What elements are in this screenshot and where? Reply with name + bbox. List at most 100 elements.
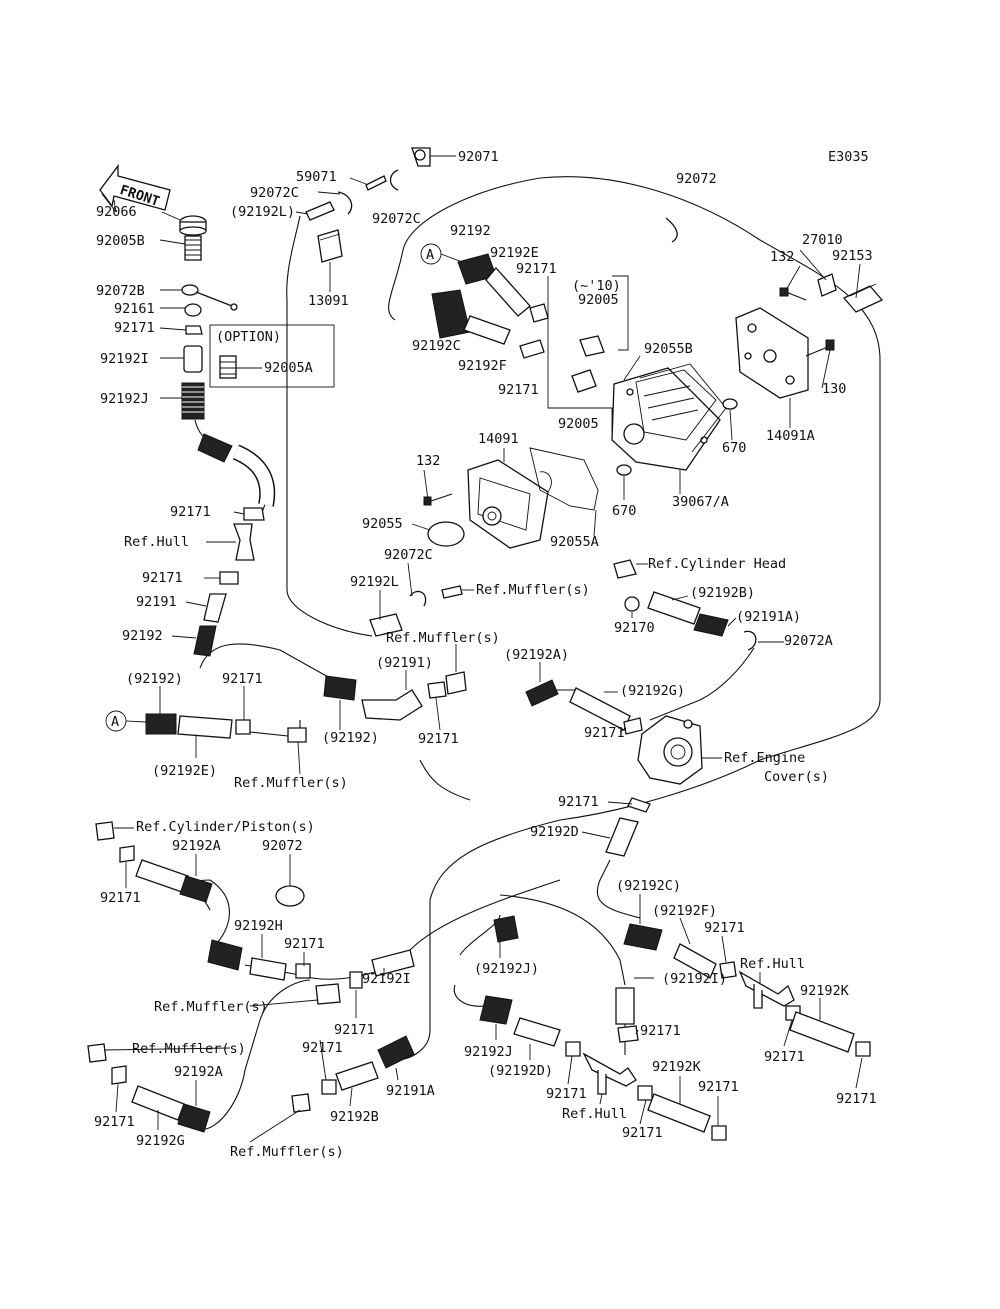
part-label-l6: 92072 xyxy=(676,171,717,187)
part-label-l53: (92192) xyxy=(126,671,183,687)
hose-bend-left xyxy=(232,444,276,507)
clip-92072-bl xyxy=(275,885,305,907)
clamp-92171-bc3 xyxy=(711,1125,727,1141)
part-label-l22: 92171 xyxy=(498,382,539,398)
clamp-92171-center xyxy=(627,797,651,813)
part-label-l12: 92192I xyxy=(100,351,149,367)
clamp-92171-mid xyxy=(519,339,545,359)
part-label-l36: 92055 xyxy=(362,516,403,532)
corrugated-92192a-bl xyxy=(179,875,213,903)
part-label-l62: Ref.Muffler(s) xyxy=(234,775,348,791)
clip-92072c-middle xyxy=(409,590,427,607)
part-label-l72: 92171 xyxy=(704,920,745,936)
part-label-l2: 59071 xyxy=(296,169,337,185)
part-label-l30: 670 xyxy=(722,440,746,456)
cover-assembly-39067 xyxy=(611,367,721,471)
part-label-l52: (92191) xyxy=(376,655,433,671)
hose-92192d-center xyxy=(605,817,639,857)
hose-92192e-left xyxy=(177,715,233,739)
part-label-l65: 92192D xyxy=(530,824,579,840)
oring-670-lower xyxy=(616,464,632,476)
oring-92055 xyxy=(427,521,465,547)
clamp-92171-bm1 xyxy=(321,1079,337,1095)
part-label-l55: (92192G) xyxy=(620,683,685,699)
diagram-code: E3035 xyxy=(828,149,869,165)
part-label-l21: 92192F xyxy=(458,358,507,374)
part-label-l63: 92171 xyxy=(558,794,599,810)
clamp-92171-bl2 xyxy=(295,963,311,979)
part-label-l7: 92066 xyxy=(96,204,137,220)
part-label-l40: Ref.Cylinder Head xyxy=(648,556,786,572)
clamp-92171-top xyxy=(529,303,549,323)
fitting-muffler-bl xyxy=(87,1043,107,1063)
part-label-l29: 14091A xyxy=(766,428,815,444)
option-box: (OPTION) xyxy=(209,324,335,388)
hose-92192l-top xyxy=(305,201,335,221)
hull-fitting-rb xyxy=(738,970,795,1009)
part-label-l82: Ref.Muffler(s) xyxy=(132,1041,246,1057)
part-label-l9: 92072B xyxy=(96,283,145,299)
sensor-92153 xyxy=(842,283,884,313)
clip-92072c-mid xyxy=(337,191,353,215)
nipple-muffler-left-a xyxy=(249,727,307,743)
part-label-l87: 92192K xyxy=(652,1059,702,1075)
callout-a-top: A xyxy=(420,243,463,265)
part-label-l32: 132 xyxy=(416,453,440,469)
fitting-cylinder-head xyxy=(613,559,637,579)
part-label-l37: 92055A xyxy=(550,534,599,550)
cover-14091 xyxy=(467,459,549,549)
option-fitting-92005a xyxy=(219,355,237,379)
part-label-l61: (92192E) xyxy=(152,763,217,779)
corrugated-92192a-middle xyxy=(525,679,559,707)
part-label-l13: 92192J xyxy=(100,391,149,407)
corrugated-hose-left-1 xyxy=(197,433,233,463)
version-label: (~'10) xyxy=(572,278,621,294)
part-label-l85: 92192J xyxy=(464,1044,513,1060)
hose-92192d-bc xyxy=(513,1017,561,1047)
part-label-l64: Ref.Cylinder/Piston(s) xyxy=(136,819,315,835)
tee-fitting-muffler xyxy=(315,983,341,1005)
part-label-l86: (92192D) xyxy=(488,1063,553,1079)
hose-92192h-straight xyxy=(249,957,287,981)
part-label-l23: 92005 xyxy=(558,416,599,432)
plug-92170 xyxy=(624,596,640,612)
part-label-l74: Ref.Hull xyxy=(740,956,805,972)
part-label-l39: 92072C xyxy=(384,547,433,563)
leader-lines xyxy=(103,155,863,1143)
corrugated-92192-middle xyxy=(323,675,357,701)
part-label-l25: 27010 xyxy=(802,232,843,248)
part-label-l46: 92170 xyxy=(614,620,655,636)
oring-670-upper xyxy=(722,398,738,410)
fitting-muffler-bm xyxy=(291,1093,311,1113)
clamp-92171-right-col xyxy=(617,1025,639,1043)
part-label-l54: 92171 xyxy=(222,671,263,687)
corrugated-92192j-bc xyxy=(493,915,519,943)
hose-92192k-rb xyxy=(789,1011,855,1053)
clamp-92171-bc1 xyxy=(565,1041,581,1057)
part-label-l43: Ref.Muffler(s) xyxy=(476,582,590,598)
fitting-92005b xyxy=(184,235,202,261)
part-label-l5: 92072C xyxy=(372,211,421,227)
hose-92192f-top xyxy=(463,315,511,345)
bolt-130 xyxy=(805,339,835,357)
part-label-l66: 92192A xyxy=(172,838,221,854)
sensor-27010 xyxy=(817,273,837,297)
part-label-l11: 92171 xyxy=(114,320,155,336)
part-label-l91: 92171 xyxy=(836,1091,877,1107)
part-label-l27: 92153 xyxy=(832,248,873,264)
hull-fitting-left xyxy=(206,523,255,561)
hose-92192b-bm xyxy=(335,1061,379,1091)
part-label-l58: 92171 xyxy=(584,725,625,741)
part-label-l8: 92005B xyxy=(96,233,145,249)
part-label-l14: 13091 xyxy=(308,293,349,309)
hose-92191-middle xyxy=(361,689,423,721)
part-label-l88: 92192A xyxy=(174,1064,223,1080)
hose-92191-left xyxy=(203,593,227,623)
corrugated-92192-left-a xyxy=(145,713,177,735)
part-label-l20: 92192C xyxy=(412,338,461,354)
clamp-92171-c xyxy=(219,571,239,585)
part-label-l97: 92192G xyxy=(136,1133,185,1149)
part-label-l3: 92072C xyxy=(250,185,299,201)
callout-a-left: A xyxy=(105,710,147,732)
